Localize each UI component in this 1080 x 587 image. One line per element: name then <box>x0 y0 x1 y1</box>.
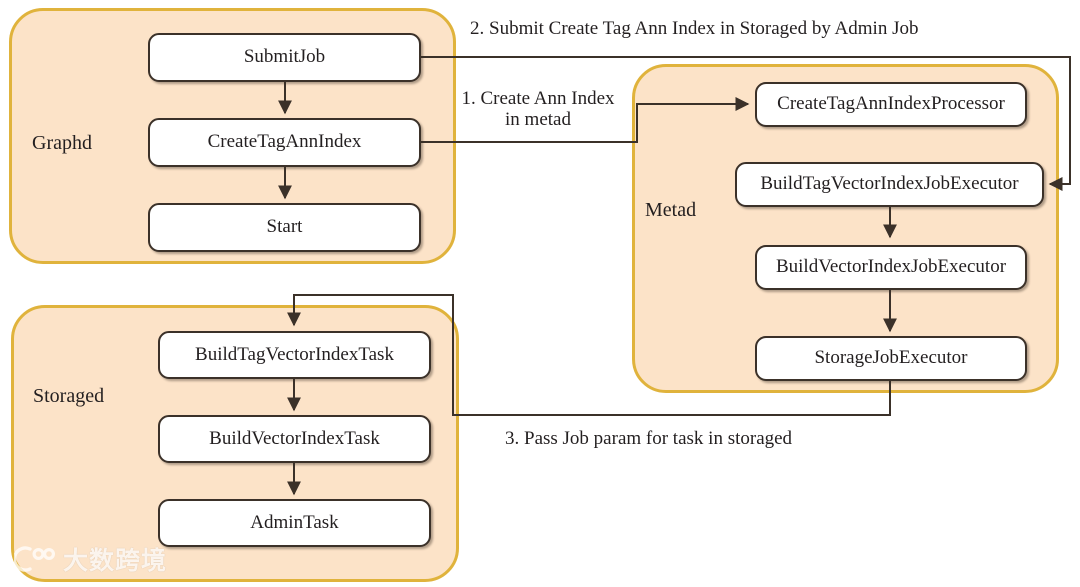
edge-label-step2: 2. Submit Create Tag Ann Index in Storag… <box>470 18 919 39</box>
edge-label-step1-line1: 1. Create Ann Index <box>461 88 615 109</box>
panel-label-metad: Metad <box>645 199 697 221</box>
node-create-tag-ann-index-processor[interactable]: CreateTagAnnIndexProcessor <box>755 82 1027 127</box>
panel-label-storaged: Storaged <box>33 385 105 407</box>
node-build-vector-index-job-executor[interactable]: BuildVectorIndexJobExecutor <box>755 245 1027 290</box>
node-storage-job-executor[interactable]: StorageJobExecutor <box>755 336 1027 381</box>
panel-label-graphd: Graphd <box>32 132 92 154</box>
edge-label-step3: 3. Pass Job param for task in storaged <box>505 428 793 449</box>
node-start[interactable]: Start <box>148 203 421 252</box>
edge-label-step1-line2: in metad <box>505 109 571 131</box>
node-build-vector-index-task[interactable]: BuildVectorIndexTask <box>158 415 431 463</box>
edge-label-step1: 1. Create Ann Index in metad <box>443 88 633 131</box>
node-create-tag-ann-index[interactable]: CreateTagAnnIndex <box>148 118 421 167</box>
node-build-tag-vector-index-job-executor[interactable]: BuildTagVectorIndexJobExecutor <box>735 162 1044 207</box>
node-build-tag-vector-index-task[interactable]: BuildTagVectorIndexTask <box>158 331 431 379</box>
node-admin-task[interactable]: AdminTask <box>158 499 431 547</box>
node-submit-job[interactable]: SubmitJob <box>148 33 421 82</box>
